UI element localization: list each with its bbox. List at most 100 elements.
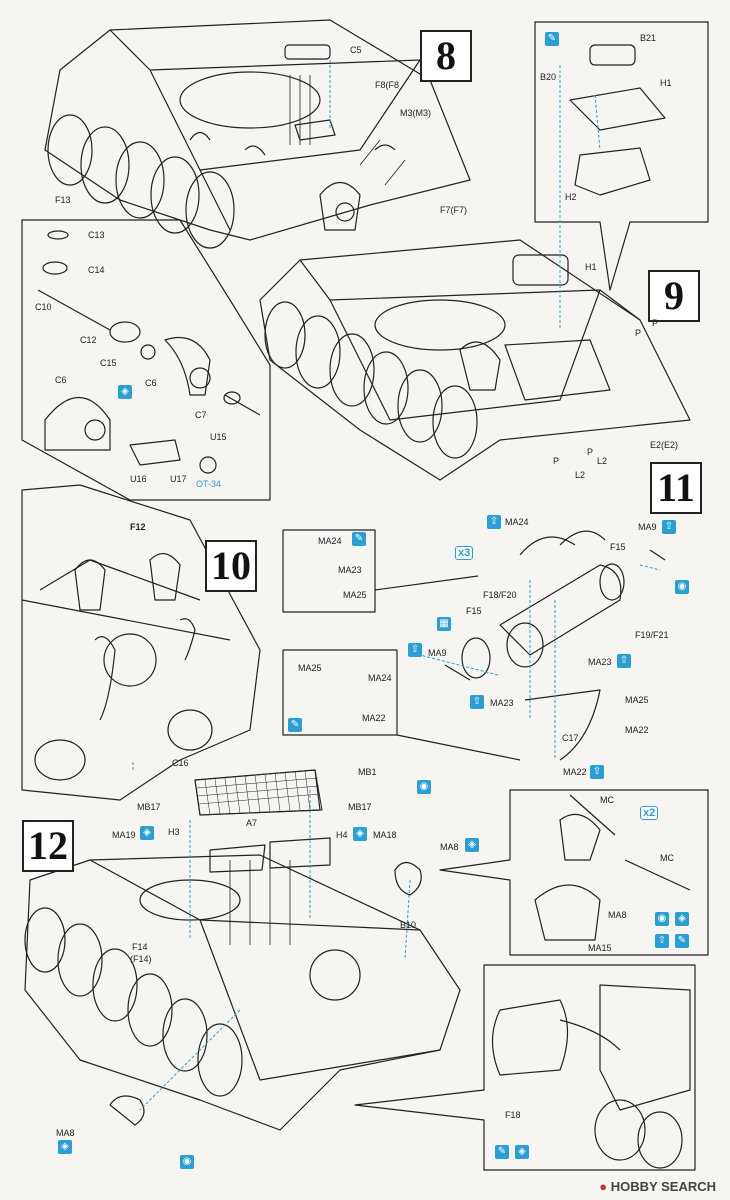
part-label: MA23 [338,565,362,575]
part-label: C15 [100,358,117,368]
glue-icon: ◈ [675,912,689,926]
part-label: F18 [505,1110,521,1120]
part-label: H1 [660,78,672,88]
step12-tank-drawing [24,769,461,1131]
brand-logo-icon: ● [599,1179,608,1194]
step9-tank-drawing [259,239,691,481]
variant-note: OT-34 [196,479,222,489]
part-label: M3(M3) [400,108,431,118]
part-label: MA8 [608,910,627,920]
glue-icon: ◈ [118,385,132,399]
part-label: MB17 [137,802,161,812]
mesh-icon: ▦ [437,617,451,631]
part-label: L2 [575,470,586,480]
part-label: MC [660,853,674,863]
brush-paint-icon: ✎ [495,1145,509,1159]
part-label: F15 [466,606,482,616]
step10-tank-drawing [21,484,261,801]
drop-paint-icon: ◉ [675,580,689,594]
step-9-number: 9 [648,270,700,322]
part-label: MA19 [112,830,136,840]
glue-icon: ◈ [58,1140,72,1154]
part-label: B10 [400,920,417,930]
step-10-number: 10 [205,540,257,592]
part-label: F7(F7) [440,205,467,215]
step-12-number: 12 [22,820,74,872]
part-label: U16 [130,474,147,484]
part-label: MB1 [358,767,377,777]
part-label: MA23 [588,657,612,667]
part-label: F15 [610,542,626,552]
part-label: H4 [336,830,348,840]
part-label: C16 [172,758,189,768]
step8-inset-box [21,219,271,501]
part-label: C10 [35,302,52,312]
brand-name: HOBBY SEARCH [610,1179,716,1194]
part-label: B20 [540,72,557,82]
part-label: P [553,456,560,466]
arrow-up-icon: ⇧ [408,643,422,657]
part-label: MA8 [56,1128,75,1138]
part-label: C13 [88,230,105,240]
part-label: MA18 [373,830,397,840]
part-label: MA15 [588,943,612,953]
part-label: MA22 [563,767,587,777]
part-label: MA9 [428,648,447,658]
part-label: E2(E2) [650,440,679,450]
part-label: F13 [55,195,71,205]
part-label: MA25 [625,695,649,705]
part-label: B21 [640,33,657,43]
arrow-up-icon: ⇧ [655,934,669,948]
part-label: C6 [145,378,157,388]
multiplier-badge: x3 [455,546,474,560]
arrow-up-icon: ⇧ [487,515,501,529]
glue-icon: ◈ [353,827,367,841]
step11-assembly-drawing [444,530,666,761]
part-label: MC [600,795,614,805]
part-label: P [635,328,642,338]
step8-tank-drawing [44,19,471,249]
part-label: H2 [565,192,577,202]
part-label: (F14) [130,954,152,964]
part-label: P [652,318,659,328]
multiplier-badge: x2 [640,806,659,820]
step12-f18-detail-box [354,964,696,1171]
part-label: C6 [55,375,67,385]
arrow-up-icon: ⇧ [617,654,631,668]
step-8-number: 8 [420,30,472,82]
part-label: MA25 [298,663,322,673]
step9-inset-box [534,21,709,291]
part-label: MA23 [490,698,514,708]
mesh-grille-drawing [194,769,323,816]
part-label: H1 [585,262,597,272]
part-label: MA24 [318,536,342,546]
brush-paint-icon: ✎ [675,934,689,948]
part-label: U17 [170,474,187,484]
arrow-up-icon: ⇧ [662,520,676,534]
part-label: A7 [246,818,258,828]
part-label: L2 [597,456,608,466]
part-label: C17 [562,733,579,743]
drop-paint-icon: ◉ [417,780,431,794]
part-label: F19/F21 [635,630,669,640]
step-11-number: 11 [650,462,702,514]
arrow-up-icon: ⇧ [590,765,604,779]
step12-mc-detail-box [439,789,709,956]
part-label: C12 [80,335,97,345]
part-label: C5 [350,45,362,55]
part-label: C7 [195,410,207,420]
drop-paint-icon: ◉ [180,1155,194,1169]
glue-icon: ◈ [465,838,479,852]
part-label: MA24 [505,517,529,527]
glue-icon: ◈ [515,1145,529,1159]
part-label: F18/F20 [483,590,517,600]
arrow-up-icon: ⇧ [470,695,484,709]
brush-paint-icon: ✎ [288,718,302,732]
glue-icon: ◈ [140,826,154,840]
part-label: U15 [210,432,227,442]
part-label: F12 [130,522,146,532]
brush-paint-icon: ✎ [352,532,366,546]
part-label: MA22 [625,725,649,735]
brand-watermark: ● HOBBY SEARCH [599,1179,716,1194]
